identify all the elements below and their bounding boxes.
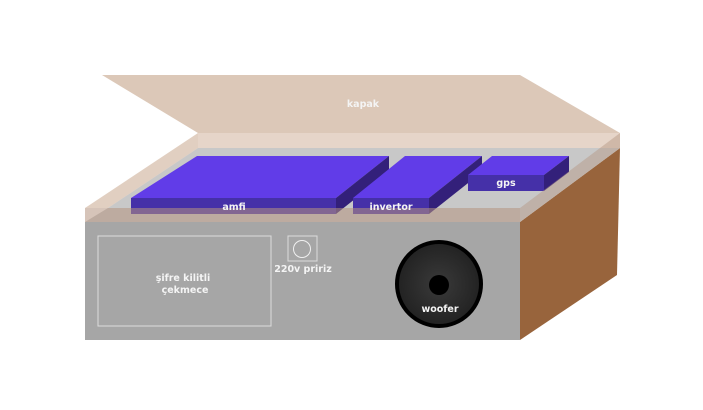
woofer-speaker: woofer bbox=[395, 240, 483, 328]
drawer-label-line1: şifre kilitli bbox=[156, 273, 211, 284]
power-outlet[interactable]: 220v pririz bbox=[274, 235, 332, 275]
inverter-label: invertor bbox=[369, 202, 412, 213]
woofer-label: woofer bbox=[421, 304, 458, 315]
outlet-socket-icon bbox=[293, 240, 311, 258]
amp-label: amfi bbox=[222, 202, 245, 213]
woofer-center-icon bbox=[429, 275, 449, 295]
box-right-side bbox=[520, 148, 620, 340]
gps-label: gps bbox=[496, 178, 516, 189]
lid-label: kapak bbox=[347, 99, 380, 110]
drawer-label-line2: çekmece bbox=[162, 285, 209, 296]
outlet-label: 220v pririz bbox=[274, 264, 332, 275]
gps-device: gps bbox=[468, 156, 569, 191]
lid: kapak bbox=[85, 75, 620, 222]
locked-drawer[interactable]: şifre kilitli çekmece bbox=[97, 235, 272, 327]
